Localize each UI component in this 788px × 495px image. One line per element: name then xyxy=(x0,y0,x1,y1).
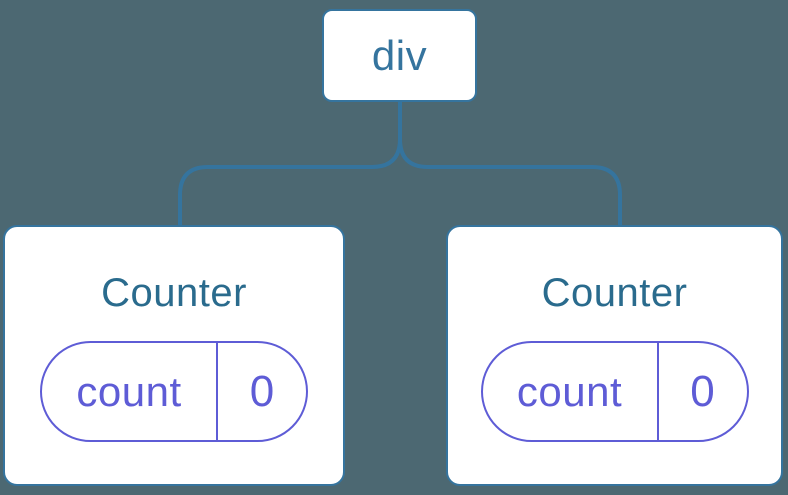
state-value: 0 xyxy=(690,366,715,416)
root-node-label: div xyxy=(371,31,428,79)
state-key: count xyxy=(76,367,182,415)
connector-left-branch xyxy=(178,101,402,227)
component-card-left: Counter count 0 xyxy=(3,225,345,486)
component-title: Counter xyxy=(101,271,247,315)
state-pill: count 0 xyxy=(40,341,308,442)
state-pill-divider xyxy=(656,343,659,440)
state-pill-divider xyxy=(216,343,218,440)
state-value: 0 xyxy=(249,366,275,416)
state-pill: count 0 xyxy=(480,341,749,442)
component-card-right: Counter count 0 xyxy=(446,225,783,486)
connector-right-branch xyxy=(398,101,622,227)
root-node: div xyxy=(322,9,477,102)
state-key: count xyxy=(516,367,623,415)
component-title: Counter xyxy=(541,271,688,315)
